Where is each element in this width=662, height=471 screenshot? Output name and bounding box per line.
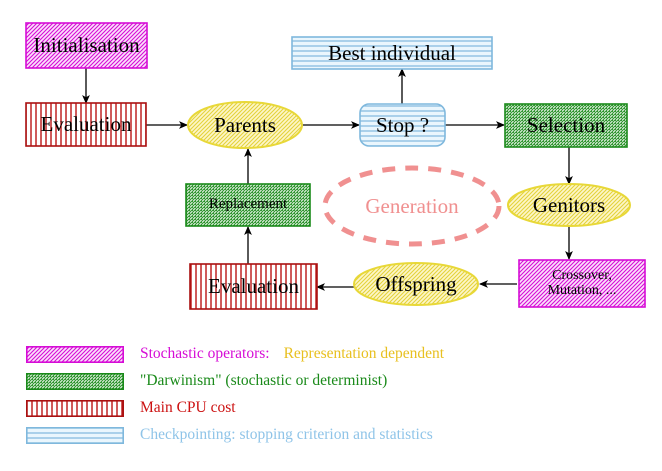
legend-row-darwinism: "Darwinism" (stochastic or determinist) (26, 372, 387, 390)
legend-row-stochastic: Stochastic operators: Representation dep… (26, 345, 444, 363)
legend-swatch-red (26, 399, 124, 417)
node-selection[interactable] (504, 103, 628, 148)
node-stop[interactable] (359, 103, 446, 147)
legend-label-stochastic: Stochastic operators: (140, 345, 270, 362)
legend-label-representation: Representation dependent (283, 345, 445, 362)
legend-swatch-green (26, 372, 124, 390)
legend-swatch-magenta (26, 345, 124, 363)
node-offspring[interactable] (353, 262, 479, 306)
node-evaluation-bottom[interactable] (189, 263, 318, 310)
node-replacement[interactable] (185, 183, 311, 227)
node-genitors[interactable] (507, 183, 631, 227)
node-generation (322, 165, 502, 247)
legend-swatch-blue (26, 426, 124, 444)
node-best-individual[interactable] (291, 36, 493, 70)
node-evaluation-top[interactable] (25, 102, 147, 147)
legend-label-darwinism: "Darwinism" (stochastic or determinist) (140, 372, 388, 389)
legend-label-cpu: Main CPU cost (140, 399, 236, 416)
node-initialisation[interactable] (25, 22, 148, 69)
node-crossover[interactable] (518, 259, 646, 308)
legend-row-cpu: Main CPU cost (26, 399, 236, 417)
legend-row-checkpointing: Checkpointing: stopping criterion and st… (26, 426, 433, 444)
legend-label-checkpointing: Checkpointing: stopping criterion and st… (140, 426, 433, 443)
node-parents[interactable] (187, 101, 303, 149)
